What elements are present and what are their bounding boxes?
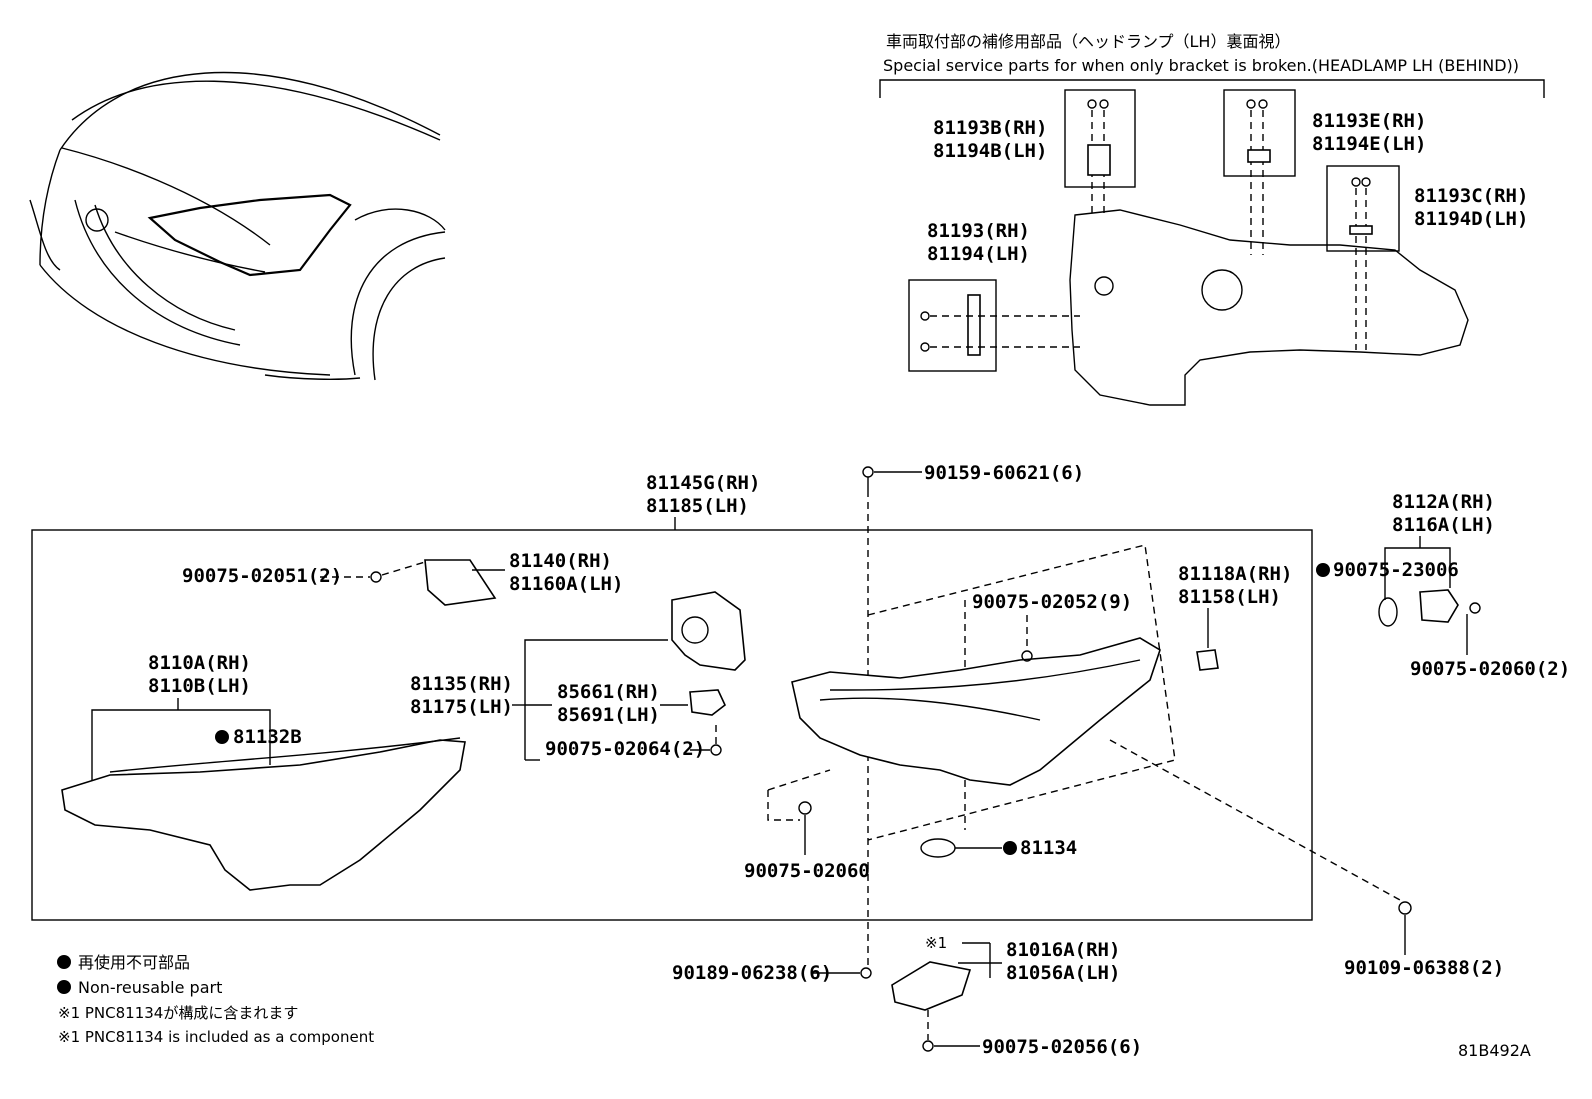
- part-label-81193b[interactable]: 81193B(RH): [933, 117, 1047, 139]
- headlamp-rear-housing: [1069, 209, 1469, 406]
- part-label-81194e[interactable]: 81194E(LH): [1312, 133, 1426, 155]
- part-label-8110a[interactable]: 8110A(RH): [148, 652, 251, 674]
- part-label-90109[interactable]: 90109-06388(2): [1344, 957, 1504, 979]
- headlamp-housing: [791, 637, 1161, 786]
- legend-dot-icon: [57, 980, 71, 994]
- part-label-8110b[interactable]: 8110B(LH): [148, 675, 251, 697]
- part-label-90075-02051[interactable]: 90075-02051(2): [182, 565, 342, 587]
- part-label-90075-02060[interactable]: 90075-02060: [744, 860, 870, 882]
- legend-line-3: ※1 PNC81134が構成に含まれます: [58, 1004, 298, 1022]
- bracket-part: [424, 559, 497, 606]
- part-label-90075-02056[interactable]: 90075-02056(6): [982, 1036, 1142, 1058]
- legend-line-2: Non-reusable part: [78, 978, 222, 997]
- legend-dot-icon: [57, 955, 71, 969]
- part-label-81158[interactable]: 81158(LH): [1178, 586, 1281, 608]
- non-reusable-dot: [1316, 563, 1330, 577]
- part-label-85691[interactable]: 85691(LH): [557, 704, 660, 726]
- screw-icon: [710, 744, 722, 756]
- screw-icon: [370, 571, 382, 583]
- screw-icon: [798, 801, 812, 815]
- part-label-90075-23006[interactable]: 90075-23006: [1333, 559, 1459, 581]
- part-label-81140[interactable]: 81140(RH): [509, 550, 612, 572]
- bracket-box-c: [1326, 165, 1400, 252]
- part-label-85661[interactable]: 85661(RH): [557, 681, 660, 703]
- car-front-illustration: [29, 71, 446, 381]
- part-label-81194b[interactable]: 81194B(LH): [933, 140, 1047, 162]
- bulb-part: [1196, 649, 1219, 671]
- header-bracket-line: [879, 79, 1545, 98]
- headlamp-lens: [61, 739, 466, 891]
- part-label-8112a[interactable]: 8112A(RH): [1392, 491, 1495, 513]
- cap-part: [1419, 589, 1459, 623]
- bracket-box-e: [1223, 89, 1296, 177]
- bracket-parts-group: 81193B(RH) 81194B(LH) 81193E(RH) 81194E(…: [908, 89, 1528, 406]
- part-label-90075-02064[interactable]: 90075-02064(2): [545, 738, 705, 760]
- part-label-81193[interactable]: 81193(RH): [927, 220, 1030, 242]
- assembly-frame: [31, 529, 1313, 921]
- part-label-81118a[interactable]: 81118A(RH): [1178, 563, 1292, 585]
- header-title-jp: 車両取付部の補修用部品（ヘッドランプ（LH）裏面視）: [886, 32, 1290, 51]
- part-label-81134[interactable]: 81134: [1020, 837, 1077, 859]
- part-label-90075-02052[interactable]: 90075-02052(9): [972, 591, 1132, 613]
- part-label-81135[interactable]: 81135(RH): [410, 673, 513, 695]
- screw-icon: [1469, 602, 1481, 614]
- part-label-81194[interactable]: 81194(LH): [927, 243, 1030, 265]
- screw-icon: [922, 1040, 934, 1052]
- part-label-81185[interactable]: 81185(LH): [646, 495, 749, 517]
- bracket-box-base: [908, 279, 997, 372]
- seal-ring: [1378, 597, 1398, 627]
- bracket-box-b: [1064, 89, 1136, 188]
- screw-icon: [1087, 99, 1111, 215]
- part-label-90189[interactable]: 90189-06238(6): [672, 962, 832, 984]
- part-label-81160a[interactable]: 81160A(LH): [509, 573, 623, 595]
- part-label-81132b[interactable]: 81132B: [233, 726, 302, 748]
- legend-line-1: 再使用不可部品: [78, 953, 190, 972]
- screw-icon: [1246, 99, 1271, 255]
- screw-icon: [1398, 901, 1412, 915]
- screw-icon: [920, 294, 1080, 356]
- header-title-en: Special service parts for when only brac…: [883, 56, 1519, 75]
- legend-line-4: ※1 PNC81134 is included as a component: [58, 1028, 374, 1046]
- part-label-90159[interactable]: 90159-60621(6): [924, 462, 1084, 484]
- part-label-81016a[interactable]: 81016A(RH): [1006, 939, 1120, 961]
- ecu-note-mark: ※1: [925, 934, 947, 952]
- screw-icon: [1021, 650, 1033, 662]
- socket-part: [689, 689, 726, 716]
- non-reusable-dot: [1003, 841, 1017, 855]
- screw-icon: [862, 466, 922, 490]
- screw-icon: [860, 967, 872, 979]
- part-label-81175[interactable]: 81175(LH): [410, 696, 513, 718]
- part-label-90075-02060-2[interactable]: 90075-02060(2): [1410, 658, 1570, 680]
- figure-code: 81B492A: [1458, 1041, 1531, 1060]
- screw-icon: [1349, 177, 1373, 350]
- part-label-81193c[interactable]: 81193C(RH): [1414, 185, 1528, 207]
- part-label-81193e[interactable]: 81193E(RH): [1312, 110, 1426, 132]
- ecu-part: [891, 961, 972, 1011]
- part-label-81056a[interactable]: 81056A(LH): [1006, 962, 1120, 984]
- o-ring: [920, 838, 956, 858]
- part-label-81194d[interactable]: 81194D(LH): [1414, 208, 1528, 230]
- non-reusable-dot: [215, 730, 229, 744]
- part-label-81145g[interactable]: 81145G(RH): [646, 472, 760, 494]
- part-label-8116a[interactable]: 8116A(LH): [1392, 514, 1495, 536]
